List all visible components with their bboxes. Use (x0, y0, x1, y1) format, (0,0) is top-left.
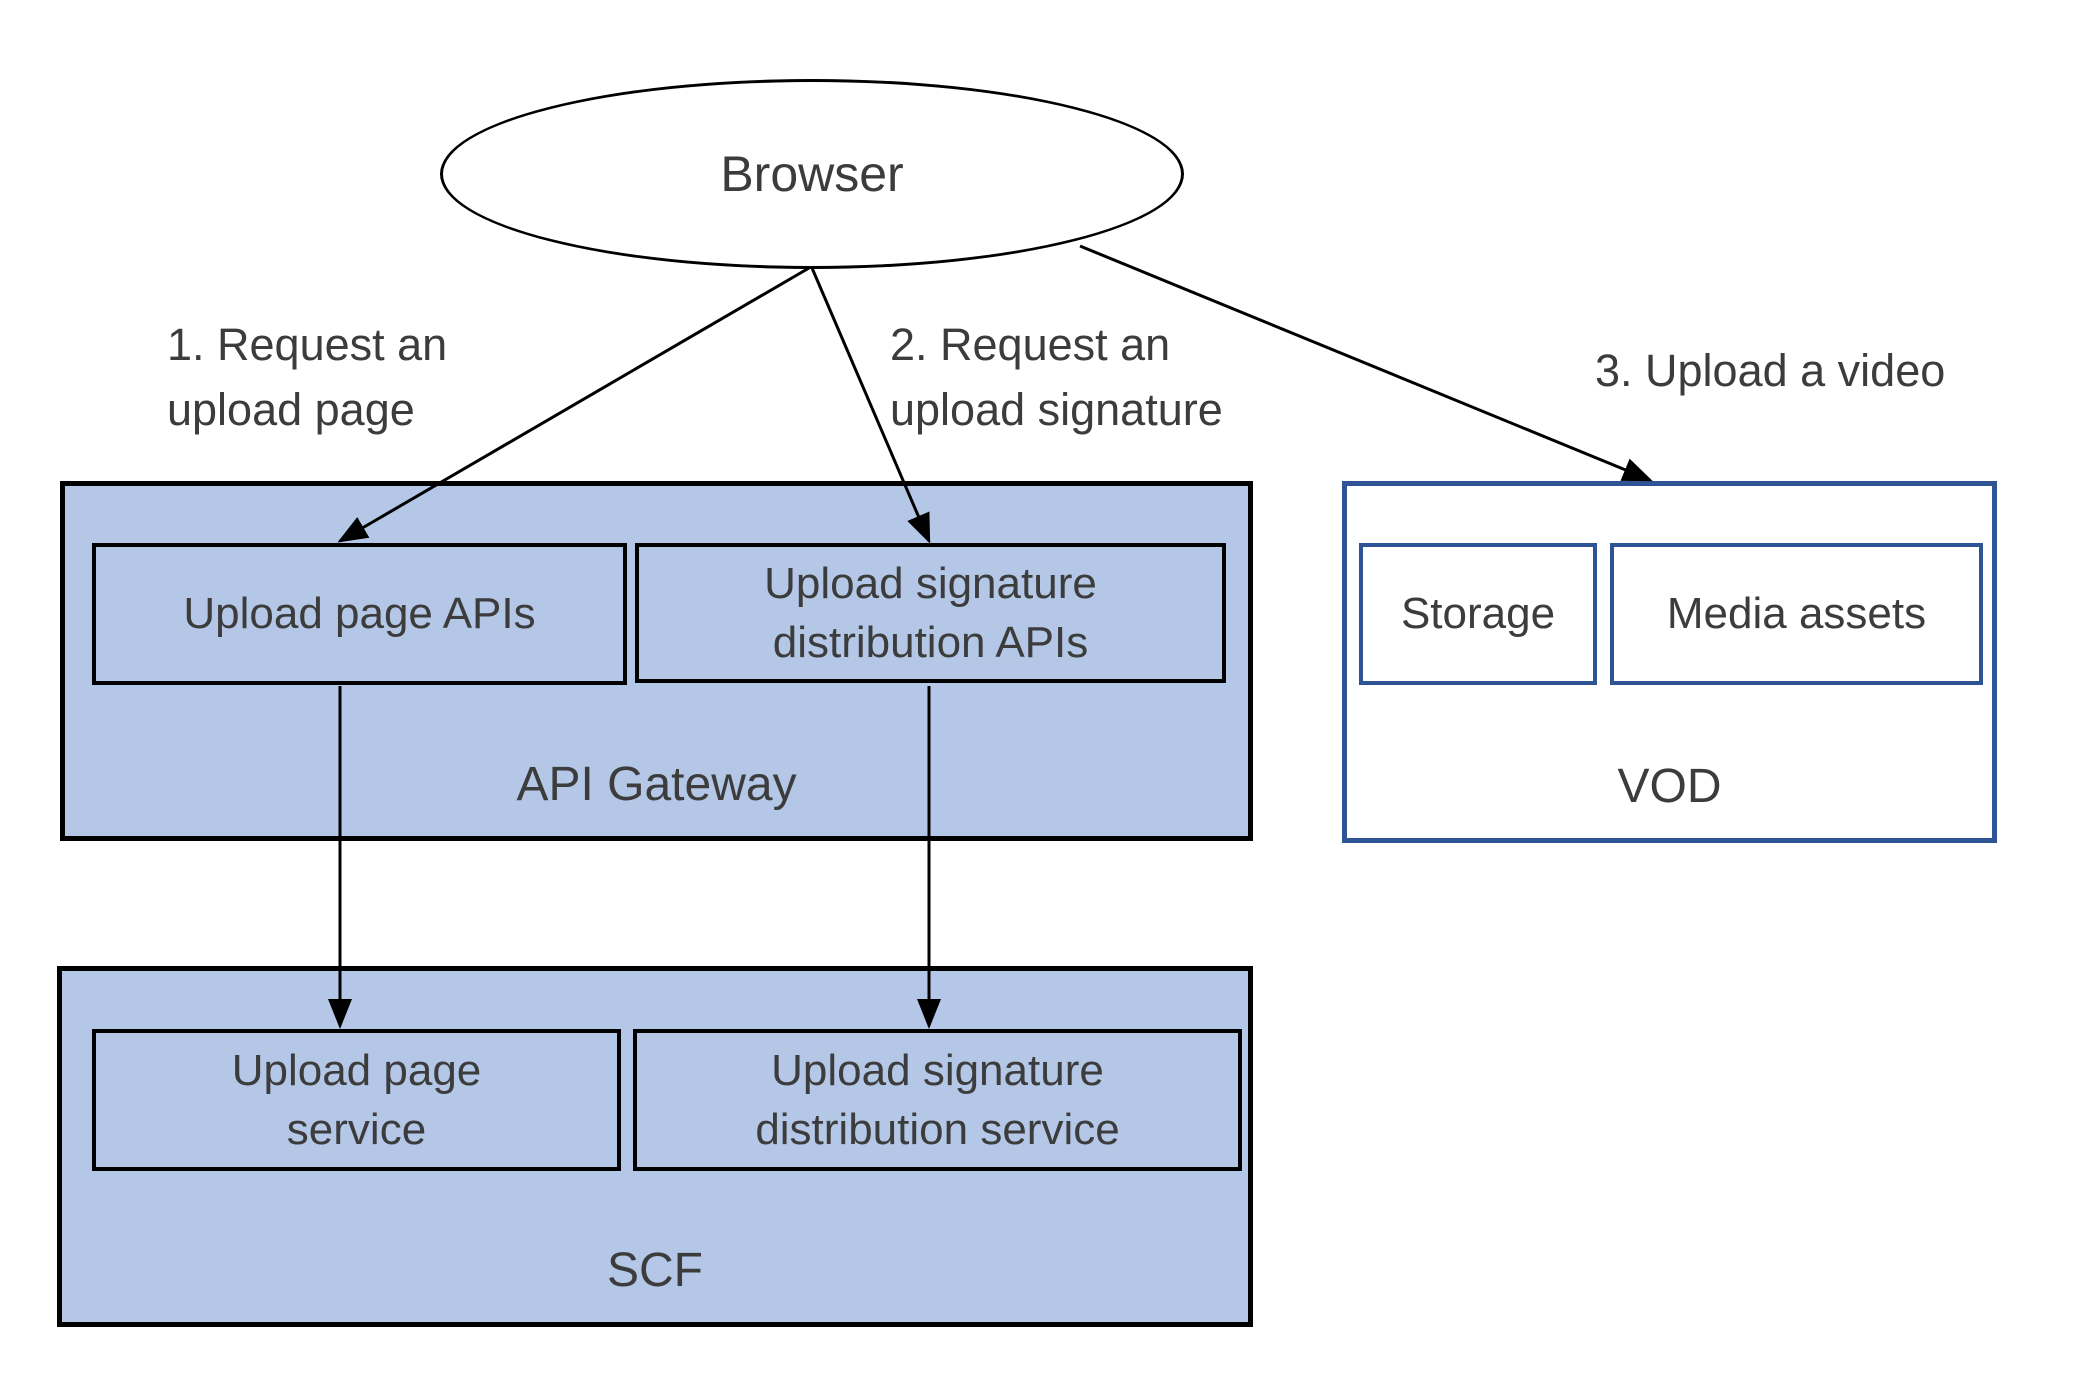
edge-label-upload-a-video: 3. Upload a video (1595, 345, 1946, 396)
upload-page-apis-box: Upload page APIs (92, 543, 627, 685)
upload-page-service-label: Upload page service (231, 1045, 482, 1154)
media-assets-box: Media assets (1610, 543, 1983, 685)
edge-label-request-upload-page: 1. Request an upload page (167, 319, 448, 436)
upload-signature-distribution-service-box: Upload signature distribution service (633, 1029, 1242, 1171)
browser-node: Browser (440, 79, 1184, 269)
edge-label-request-upload-signature: 2. Request an upload signature (890, 319, 1223, 436)
api-gateway-label: API Gateway (516, 758, 797, 811)
storage-box: Storage (1359, 543, 1597, 685)
vod-label: VOD (1617, 760, 1722, 813)
storage-label: Storage (1400, 589, 1556, 639)
upload-signature-distribution-service-label: Upload signature distribution service (755, 1045, 1120, 1154)
media-assets-label: Media assets (1666, 589, 1927, 639)
upload-page-apis-label: Upload page APIs (183, 589, 536, 639)
upload-page-service-box: Upload page service (92, 1029, 621, 1171)
browser-label: Browser (720, 146, 904, 202)
upload-signature-distribution-apis-label: Upload signature distribution APIs (764, 558, 1097, 667)
upload-signature-distribution-apis-box: Upload signature distribution APIs (635, 543, 1226, 683)
scf-label: SCF (607, 1244, 703, 1297)
